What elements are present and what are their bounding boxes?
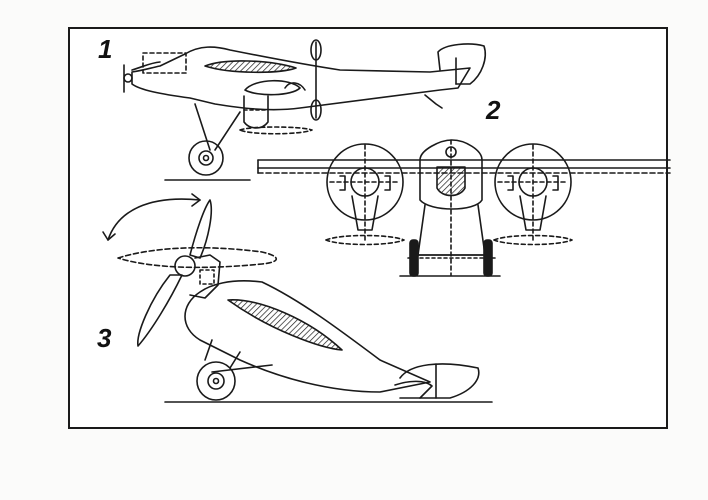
figure-label-3: 3 xyxy=(97,323,112,353)
perspective-view xyxy=(102,193,493,403)
figure-label-1: 1 xyxy=(98,34,113,64)
figure-label-2: 2 xyxy=(486,95,501,125)
side-view xyxy=(123,39,486,181)
front-view xyxy=(257,139,671,277)
